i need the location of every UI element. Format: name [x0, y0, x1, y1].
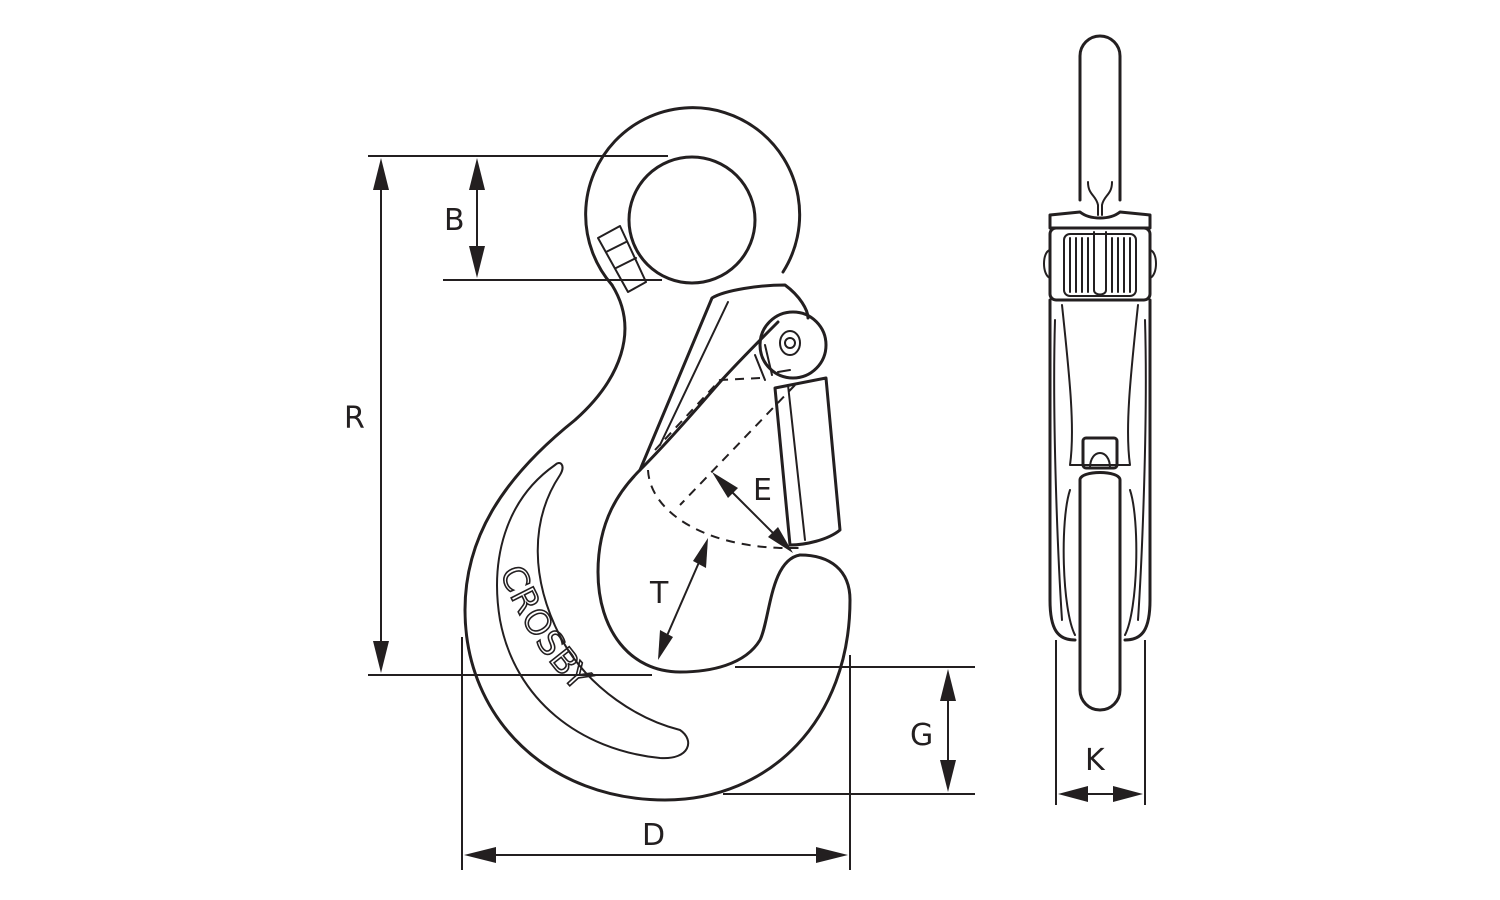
side-lower-bow [1078, 471, 1122, 712]
label-d: D [642, 818, 665, 853]
hook-front-view: CROSBY [463, 106, 852, 802]
side-eye [1078, 34, 1122, 202]
label-t: T [649, 576, 669, 611]
latch-closed [773, 376, 842, 547]
latch-open-outline [654, 377, 761, 451]
label-r: R [344, 401, 365, 436]
label-e: E [753, 473, 772, 508]
label-k: K [1085, 743, 1106, 778]
dim-e-line [727, 487, 779, 539]
dimension-labels: B R E T G D K [344, 203, 1106, 853]
hook-body-outer [463, 283, 852, 802]
hook-shank-strap [638, 283, 810, 472]
hook-groove [496, 462, 690, 760]
dimension-lines [368, 155, 1146, 870]
hook-eye-hole [627, 155, 757, 285]
side-latch-clip [1081, 436, 1119, 470]
label-b: B [444, 203, 465, 238]
eye-lock-tab [597, 225, 647, 293]
side-collar [1048, 210, 1152, 230]
side-body [1048, 298, 1152, 642]
side-hinge-block [1048, 226, 1152, 302]
label-g: G [910, 718, 933, 753]
hook-throat-inner [596, 320, 802, 674]
side-knurl [1069, 237, 1131, 293]
brand-engraving: CROSBY [492, 560, 600, 699]
hook-side-view [1043, 34, 1157, 712]
hook-eye-outer [584, 106, 802, 287]
dim-t-line [665, 559, 701, 639]
latch-hinge-pin [758, 310, 828, 380]
